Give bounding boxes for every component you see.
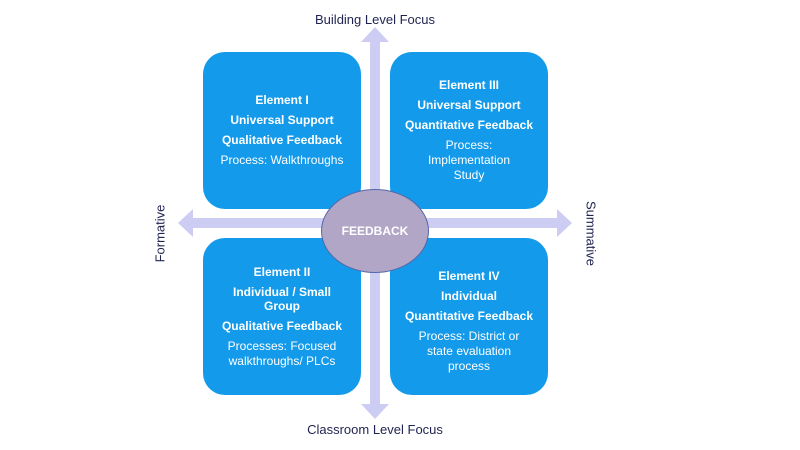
element-title: Element IV [438, 269, 500, 283]
element-feedback-type: Quantitative Feedback [404, 309, 534, 323]
element-feedback-type: Qualitative Feedback [221, 133, 343, 147]
element-scope: Universal Support [230, 113, 334, 127]
axis-label-left: Formative [152, 204, 168, 263]
element-title: Element I [255, 93, 309, 107]
element-scope: Individual / Small Group [232, 284, 332, 313]
axis-label-right: Summative [583, 200, 599, 267]
element-title: Element III [438, 78, 500, 92]
element-2-box: Element II Individual / Small Group Qual… [203, 238, 361, 395]
element-scope: Universal Support [417, 98, 521, 112]
axis-label-top: Building Level Focus [315, 12, 435, 27]
element-3-box: Element III Universal Support Quantitati… [390, 52, 548, 209]
element-process: Process: Implementation Study [427, 138, 511, 182]
center-label: FEEDBACK [341, 224, 409, 238]
element-1-box: Element I Universal Support Qualitative … [203, 52, 361, 209]
feedback-center-ellipse: FEEDBACK [321, 189, 429, 273]
element-feedback-type: Qualitative Feedback [221, 318, 343, 333]
element-process: Process: Walkthroughs [220, 153, 344, 167]
axis-label-bottom: Classroom Level Focus [307, 422, 443, 437]
element-title: Element II [253, 264, 311, 279]
element-scope: Individual [440, 289, 497, 303]
element-feedback-type: Quantitative Feedback [404, 118, 534, 132]
element-process: Process: District or state evaluation pr… [418, 329, 520, 373]
element-4-box: Element IV Individual Quantitative Feedb… [390, 238, 548, 395]
element-process: Processes: Focused walkthroughs/ PLCs [227, 338, 337, 368]
